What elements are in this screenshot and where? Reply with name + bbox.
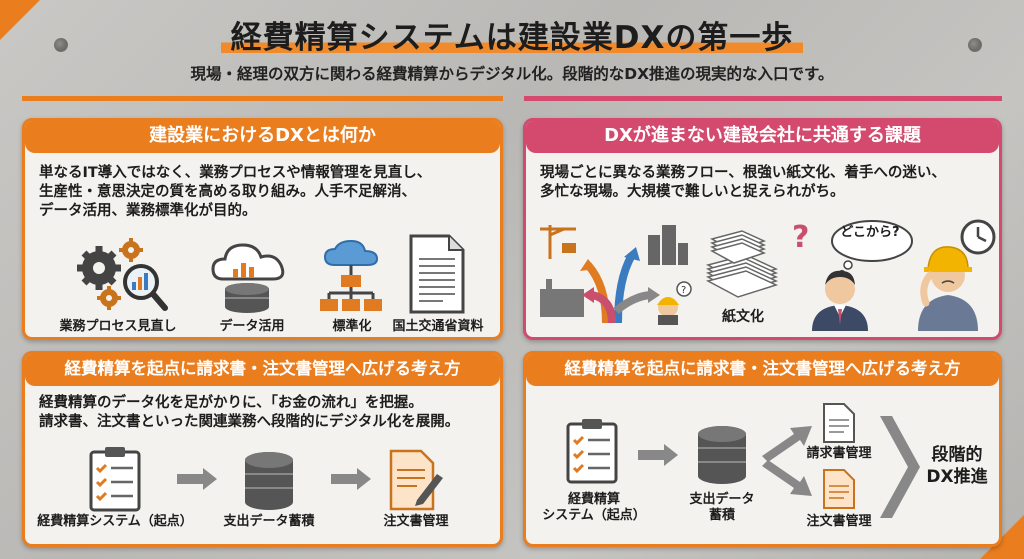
step-label: 請求書管理 [806, 446, 872, 461]
step-label: 支出データ蓄積 [223, 514, 315, 529]
page-subtitle: 現場・経理の双方に関わる経費精算からデジタル化。段階的なDX推進の現実的な入口で… [190, 65, 834, 83]
panel-title: 経費精算を起点に請求書・注文書管理へ広げる考え方 [25, 354, 500, 386]
diverging-paths-icon: ? [540, 225, 692, 325]
paper-stacks-icon [705, 230, 779, 298]
item-label: 標準化 [332, 319, 372, 334]
step-label: 注文書管理 [383, 514, 449, 529]
wall-bolt [54, 38, 68, 52]
item-label: 紙文化 [722, 309, 764, 325]
panel-title: DXが進まない建設会社に共通する課題 [526, 121, 999, 153]
order-document-icon [823, 469, 855, 509]
panel-flow-right: 経費精算を起点に請求書・注文書管理へ広げる考え方 経費精算 システム（起点） 支… [523, 351, 1002, 547]
panel-title: 建設業におけるDXとは何か [25, 121, 500, 153]
invoice-document-icon [823, 403, 855, 443]
arrow-right-icon [177, 468, 217, 490]
split-arrows-icon [762, 426, 812, 496]
database-icon [698, 426, 746, 484]
item-label: 業務プロセス見直し [59, 319, 177, 334]
step-label: 経費精算システム（起点） [37, 514, 193, 529]
step-label: 注文書管理 [806, 514, 872, 529]
order-document-pen-icon [389, 449, 443, 511]
panel-dx-issues: DXが進まない建設会社に共通する課題 現場ごとに異なる業務フロー、根強い紙文化、… [523, 118, 1002, 340]
arrow-right-icon [331, 468, 371, 490]
cloud-hierarchy-icon [320, 239, 382, 311]
page-title: 経費精算システムは建設業DXの第一歩 [0, 12, 1024, 57]
panel-title: 経費精算を起点に請求書・注文書管理へ広げる考え方 [526, 354, 999, 386]
item-label: データ活用 [219, 319, 285, 334]
busy-worker-clock-icon [918, 219, 996, 331]
clipboard-checklist-icon [566, 419, 618, 484]
corner-accent-top-left [0, 0, 40, 40]
cloud-database-icon [211, 243, 285, 313]
item-label: 国土交通省資料 [392, 319, 484, 334]
divider-orange [22, 96, 503, 101]
clipboard-checklist-icon [89, 447, 141, 512]
confused-businessman-icon: ? [792, 220, 913, 331]
panel-flow-left: 経費精算を起点に請求書・注文書管理へ広げる考え方 経費精算のデータ化を足がかりに… [22, 351, 503, 547]
svg-text:?: ? [681, 285, 686, 296]
goal-label: 段階的 DX推進 [926, 445, 988, 487]
converge-arrow-icon [880, 416, 920, 518]
divider-pink [524, 96, 1002, 101]
gears-magnifier-icon [77, 238, 168, 311]
step-label: 支出データ 蓄積 [689, 492, 755, 523]
panel-dx-definition: 建設業におけるDXとは何か 単なるIT導入ではなく、業務プロセスや情報管理を見直… [22, 118, 503, 340]
speech-bubble-text: どこから? [840, 225, 900, 240]
svg-text:?: ? [792, 220, 809, 255]
database-icon [245, 452, 293, 510]
wall-bolt [968, 38, 982, 52]
panel-text: 単なるIT導入ではなく、業務プロセスや情報管理を見直し、 生産性・意思決定の質を… [39, 165, 432, 219]
arrow-right-icon [638, 444, 678, 466]
panel-text: 経費精算のデータ化を足がかりに、「お金の流れ」を把握。 請求書、注文書といった関… [39, 395, 460, 430]
panel-text: 現場ごとに異なる業務フロー、根強い紙文化、着手への迷い、 多忙な現場。大規模で難… [540, 165, 946, 200]
document-icon [409, 234, 465, 314]
step-label: 経費精算 システム（起点） [542, 492, 646, 523]
